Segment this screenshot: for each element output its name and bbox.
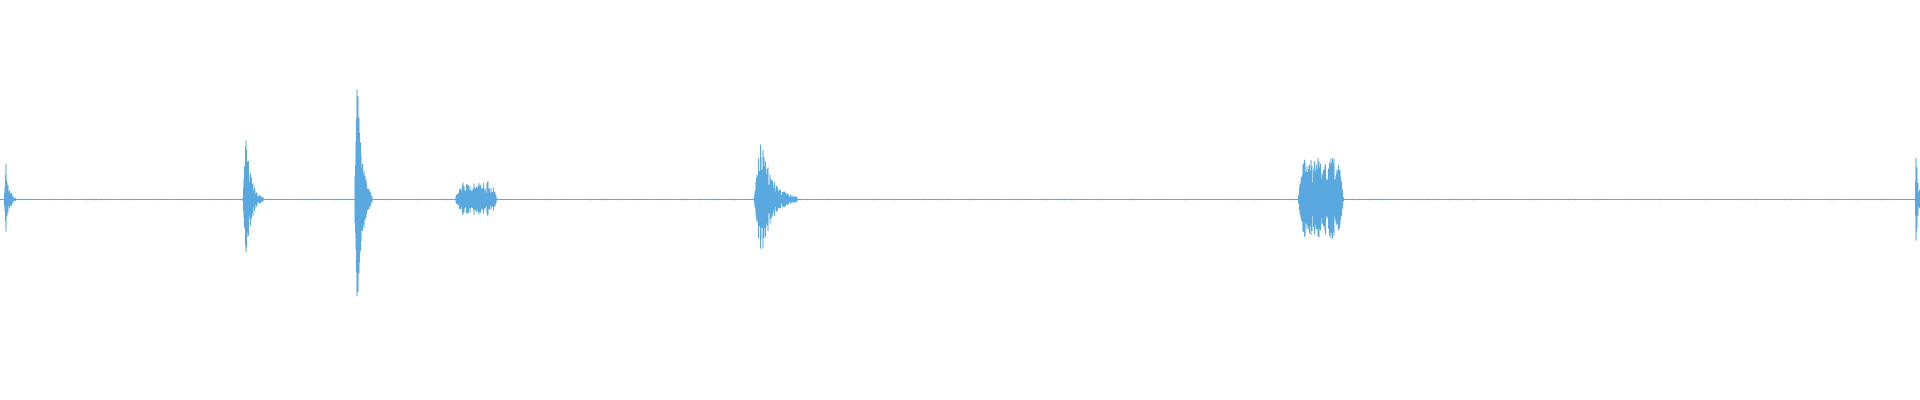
waveform-burst-1 xyxy=(4,164,17,232)
waveform-noise xyxy=(0,198,1906,201)
waveform-bursts xyxy=(0,89,1920,297)
waveform-burst-6 xyxy=(1297,158,1344,239)
waveform-burst-2 xyxy=(242,140,264,252)
waveform-burst-3 xyxy=(354,89,373,297)
waveform-burst-7 xyxy=(1915,157,1920,241)
waveform-burst-5 xyxy=(754,144,798,249)
